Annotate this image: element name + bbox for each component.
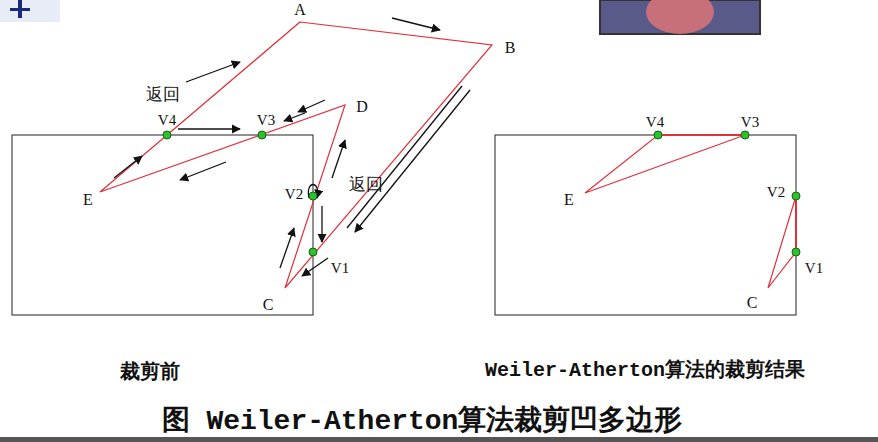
vertex-label: E	[83, 192, 93, 208]
return-arrow	[186, 62, 240, 82]
direction-arrow	[284, 113, 305, 121]
direction-arrow	[298, 100, 325, 112]
direction-arrow	[347, 86, 462, 228]
direction-arrow	[392, 18, 440, 30]
vertex-label: V4	[158, 113, 176, 128]
clipped-edge	[795, 196, 797, 252]
figure-caption: 图 Weiler-Atherton算法裁剪凹多边形	[162, 408, 683, 436]
concave-polygon	[100, 22, 492, 288]
direction-arrow	[180, 162, 226, 180]
direction-arrow	[302, 258, 328, 276]
vertex-label: V2	[767, 185, 785, 200]
vertex-label: V1	[331, 261, 349, 276]
intersection-point	[309, 248, 317, 256]
vertex-label: V1	[805, 261, 823, 276]
logo-fragment	[0, 0, 60, 22]
vertex-label: D	[356, 99, 368, 115]
intersection-point	[654, 131, 662, 139]
clipped-edge	[658, 134, 745, 136]
vertex-label: A	[294, 2, 306, 18]
direction-arrow	[332, 140, 345, 178]
direction-arrow	[355, 90, 470, 232]
note-label: 返回	[349, 176, 383, 193]
panel-caption: Weiler-Atherton算法的裁剪结果	[485, 361, 805, 381]
clip-window	[12, 135, 313, 315]
vertex-label: E	[564, 192, 574, 208]
intersection-point	[741, 131, 749, 139]
panel-caption: 裁剪前	[120, 361, 180, 381]
direction-arrow	[280, 228, 294, 268]
direction-arrow	[321, 206, 322, 242]
intersection-point	[258, 131, 266, 139]
direction-arrow	[114, 156, 142, 178]
vertex-label: C	[263, 297, 274, 313]
player-bar	[0, 437, 878, 442]
vertex-label: V3	[257, 113, 275, 128]
intersection-point	[792, 192, 800, 200]
intersection-point	[309, 192, 317, 200]
clip-window	[495, 135, 796, 315]
clipped-polygon	[768, 196, 796, 288]
vertex-label: C	[747, 295, 758, 311]
intersection-point	[792, 248, 800, 256]
vertex-label: B	[505, 40, 516, 56]
clipped-polygon	[585, 135, 745, 193]
note-label: 返回	[146, 86, 180, 103]
intersection-point	[163, 131, 171, 139]
direction-arrow	[178, 128, 240, 129]
vertex-label: V3	[741, 115, 759, 130]
video-thumbnail	[646, 0, 714, 34]
vertex-label: V2	[285, 187, 303, 202]
logo-fragment	[10, 8, 30, 11]
vertex-label: V4	[646, 115, 664, 130]
